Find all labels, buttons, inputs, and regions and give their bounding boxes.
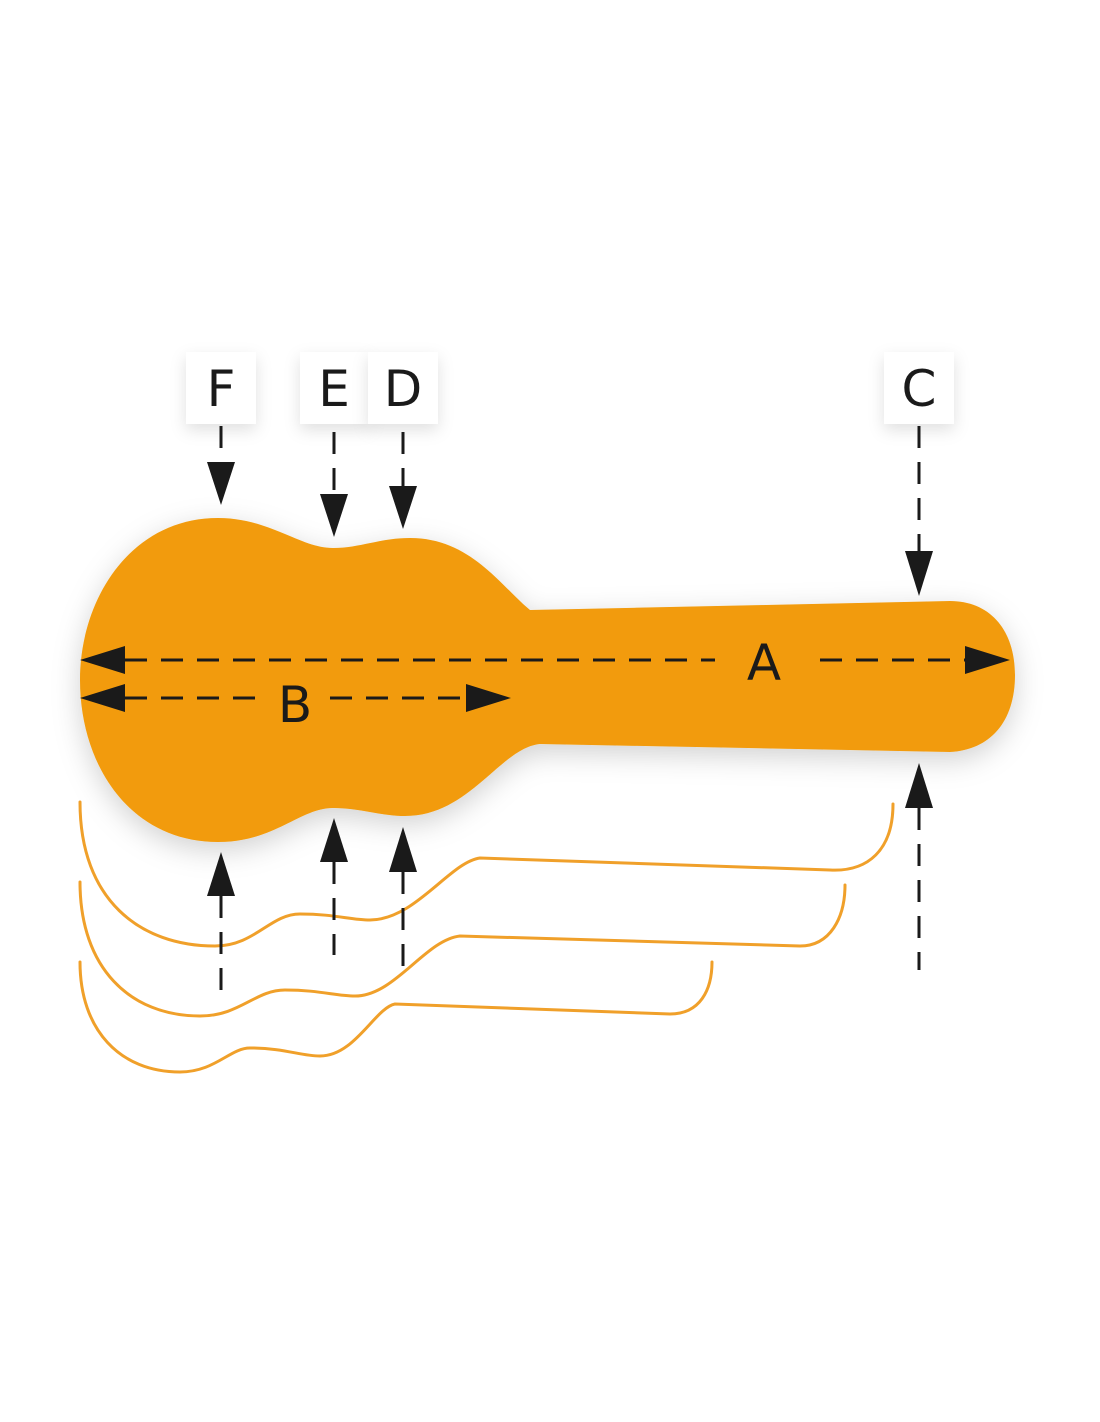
label-C-group: C [884,352,954,424]
guitar-case-shape [80,518,1015,842]
dimension-A: A [80,634,1010,692]
case-outline-large [78,800,895,948]
arrow-F-top [207,426,235,505]
label-B: B [278,676,312,734]
case-outline-stack [78,800,895,1074]
label-E-group: E [300,352,370,424]
arrow-E-top [320,432,348,537]
arrow-F-bottom [207,852,235,1002]
arrow-C-top [905,426,933,596]
label-D-group: D [368,352,438,424]
arrow-D-top [389,432,417,529]
arrow-D-bottom [389,827,417,970]
label-A: A [747,634,781,692]
label-E: E [318,360,350,418]
dimension-B: B [80,676,511,734]
label-F: F [207,360,236,418]
label-C: C [902,360,937,418]
case-outline-small [78,960,714,1074]
arrow-C-bottom [905,763,933,970]
arrow-E-bottom [320,818,348,955]
case-outline-medium [78,880,847,1018]
label-D: D [384,360,423,418]
label-F-group: F [186,352,256,424]
